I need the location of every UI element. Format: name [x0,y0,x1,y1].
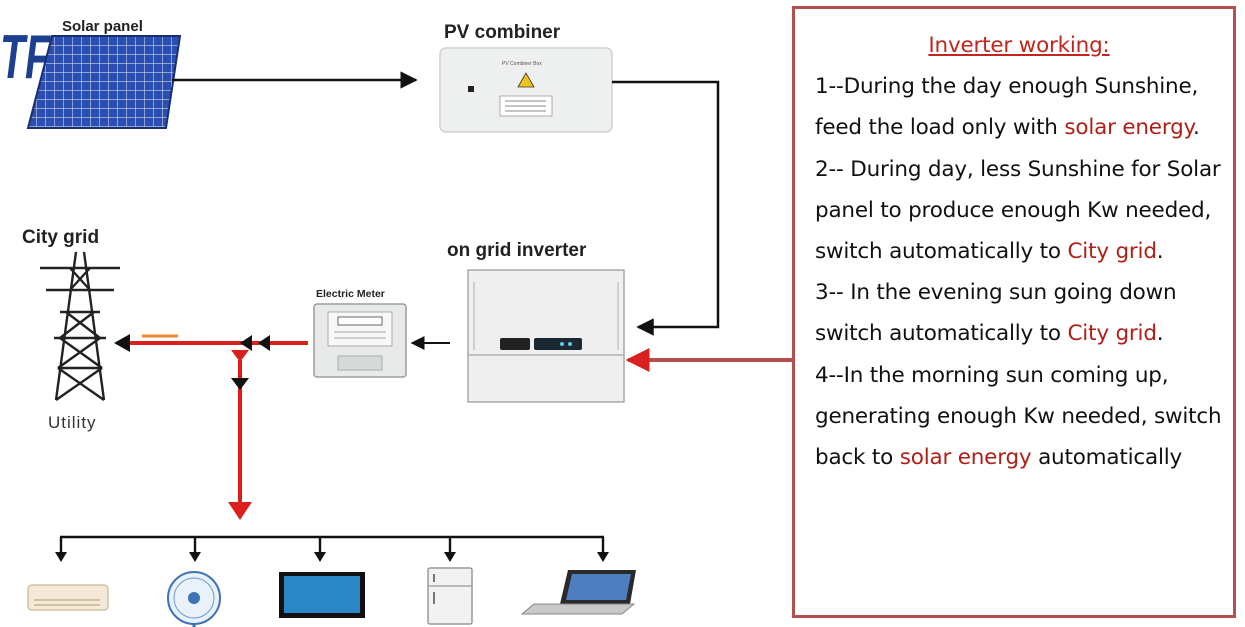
arrow-into-junction-icon [258,335,270,351]
solar-panel-label: Solar panel [62,18,143,35]
pv-combiner-icon: PV Combiner Box [439,47,613,133]
info-step-2: 2-- During day, less Sunshine for Solar … [815,149,1223,273]
load-arrow-icon [55,552,67,562]
air-conditioner-icon [27,584,109,611]
info-step-text: 1--During the day enough Sunshine, feed … [815,74,1199,141]
info-step-1: 1--During the day enough Sunshine, feed … [815,66,1223,148]
info-step-highlight: City grid [1067,321,1157,347]
load-arrow-icon [314,552,326,562]
television-icon [279,572,365,618]
electric-meter-icon [313,303,407,378]
combiner-to-inverter-arrow [612,80,720,336]
info-step-3: 3-- In the evening sun going down switch… [815,272,1223,354]
pv-combiner-box-label: PV Combiner Box [502,61,542,67]
utility-label: Utility [48,413,97,432]
load-arrow-icon [189,552,201,562]
info-title: Inverter working: [928,33,1110,58]
inverter-label: on grid inverter [447,240,587,261]
load-arrow-icon [444,552,456,562]
inverter-info-panel: Inverter working: 1--During the day enou… [792,6,1236,618]
inverter-icon [467,269,625,403]
city-grid-label: City grid [22,227,99,248]
info-step-4: 4--In the morning sun coming up, generat… [815,355,1223,479]
arrow-down-black-icon [231,378,249,390]
info-step-highlight: City grid [1067,239,1157,265]
info-step-suffix: . [1193,115,1200,141]
meter-label: Electric Meter [316,288,385,300]
load-arrow-icon [597,552,609,562]
info-step-highlight: solar energy [899,445,1032,471]
arrow-from-junction-icon [240,335,252,351]
load-drop-arrows [59,537,605,552]
info-step-text: 3-- In the evening sun going down switch… [815,280,1177,347]
info-step-highlight: solar energy [1064,115,1194,141]
info-step-suffix: automatically [1031,445,1183,471]
refrigerator-icon [427,567,473,625]
arrow-to-grid-icon [114,334,130,352]
info-step-suffix: . [1156,239,1164,265]
info-step-suffix: . [1156,321,1164,347]
pv-combiner-label: PV combiner [444,22,561,43]
fan-icon [167,571,221,627]
info-step-text: 2-- During day, less Sunshine for Solar … [815,156,1221,265]
laptop-icon [520,570,636,615]
arrow-down-junction-icon [231,350,249,362]
transmission-tower-icon [40,251,120,401]
solar-panel-icon [26,35,182,129]
arrow-to-loads-icon [228,502,252,520]
info-step-text: 4--In the morning sun coming up, generat… [815,362,1222,471]
